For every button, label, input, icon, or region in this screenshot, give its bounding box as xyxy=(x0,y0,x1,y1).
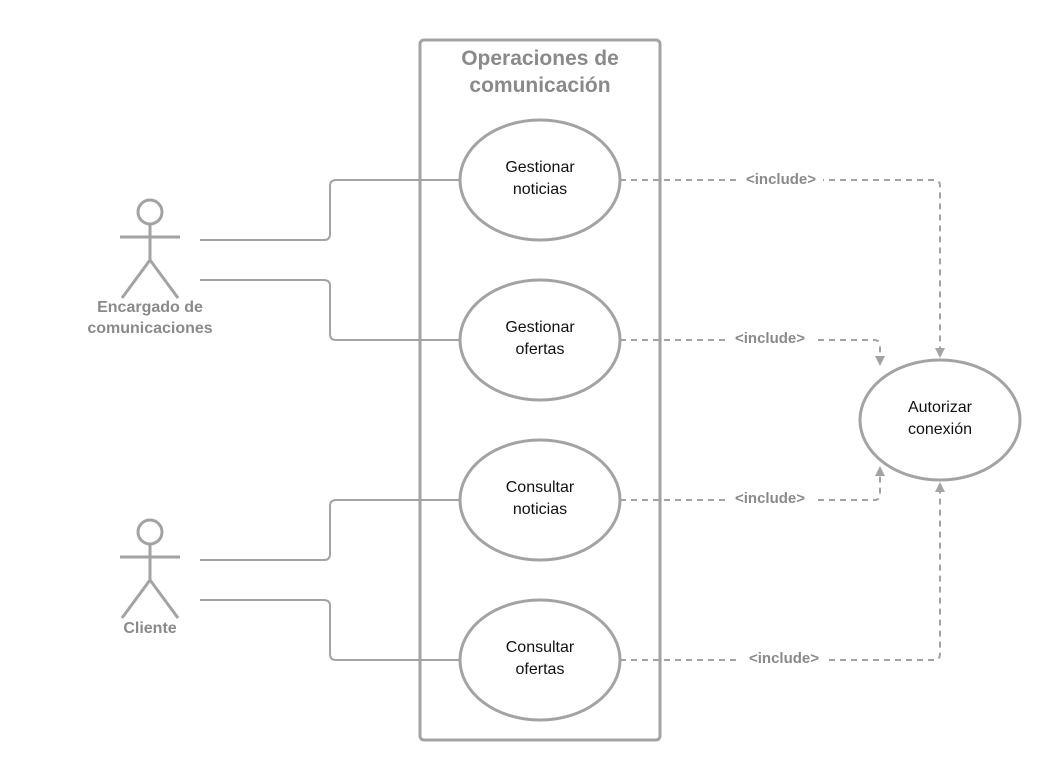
actor-cliente-label: Cliente xyxy=(123,620,176,637)
actor-encargado-label-line1: Encargado de xyxy=(97,299,203,316)
use-case-autorizar-conexion-line1: Autorizar xyxy=(908,399,973,416)
association-cliente-consultar-noticias xyxy=(200,499,460,561)
system-title-line2: comunicación xyxy=(469,74,610,97)
use-case-gestionar-ofertas-line1: Gestionar xyxy=(505,319,575,336)
include-gestionar-ofertas xyxy=(620,339,885,366)
use-case-consultar-ofertas-line2: ofertas xyxy=(516,661,565,678)
use-case-consultar-ofertas xyxy=(458,598,622,722)
actor-encargado-icon xyxy=(120,198,180,299)
use-case-gestionar-noticias xyxy=(458,118,622,242)
use-case-consultar-noticias-line1: Consultar xyxy=(506,479,575,496)
include-consultar-noticias xyxy=(620,466,885,501)
use-case-autorizar-conexion-line2: conexión xyxy=(908,421,972,438)
include-label-1: <include> xyxy=(746,171,816,188)
use-case-gestionar-noticias-line1: Gestionar xyxy=(505,159,575,176)
include-label-4: <include> xyxy=(749,650,819,667)
include-label-2: <include> xyxy=(735,330,805,347)
association-encargado-gestionar-ofertas xyxy=(200,279,460,341)
system-boundary xyxy=(418,38,662,742)
use-case-autorizar-conexion xyxy=(858,358,1022,482)
actor-encargado-label-line2: comunicaciones xyxy=(87,320,212,337)
include-label-3: <include> xyxy=(735,490,805,507)
association-encargado-gestionar-noticias xyxy=(200,179,460,241)
use-case-consultar-ofertas-line1: Consultar xyxy=(506,639,575,656)
include-gestionar-noticias xyxy=(620,179,945,358)
use-case-gestionar-ofertas xyxy=(458,278,622,402)
use-case-consultar-noticias-line2: noticias xyxy=(513,501,567,518)
actor-cliente-icon xyxy=(120,518,180,619)
use-case-consultar-noticias xyxy=(458,438,622,562)
use-case-gestionar-noticias-line2: noticias xyxy=(513,181,567,198)
include-consultar-ofertas xyxy=(620,482,945,661)
use-case-gestionar-ofertas-line2: ofertas xyxy=(516,341,565,358)
system-title-line1: Operaciones de xyxy=(461,47,619,70)
association-cliente-consultar-ofertas xyxy=(200,599,460,661)
